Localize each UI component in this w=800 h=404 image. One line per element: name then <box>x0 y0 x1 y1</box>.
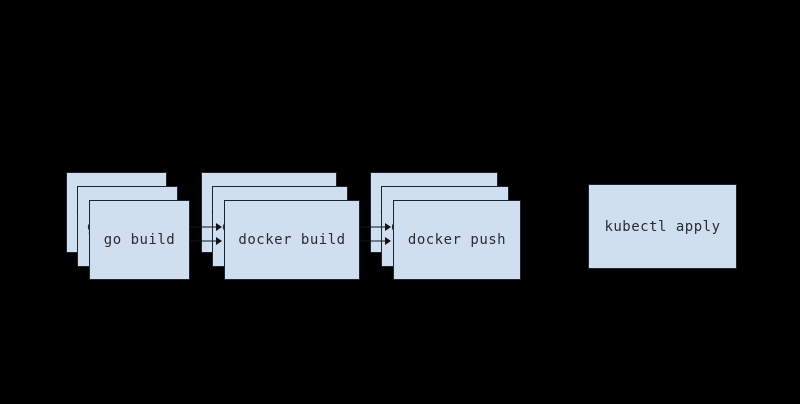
stage-docker-build-label: docker build <box>238 232 346 248</box>
arrow-go-build-to-docker-build-upper <box>190 222 222 231</box>
arrow-docker-build-to-docker-push-lower <box>360 236 391 245</box>
stage-kubectl-apply[interactable]: kubectl apply <box>588 184 737 269</box>
stage-docker-build-card-front[interactable]: docker build <box>224 200 360 280</box>
stage-kubectl-apply-label: kubectl apply <box>604 218 721 235</box>
arrow-go-build-to-docker-build-lower <box>190 236 222 245</box>
arrow-shaft <box>360 240 385 241</box>
arrow-head-icon <box>216 222 222 231</box>
arrow-shaft <box>190 226 216 227</box>
arrow-head-icon <box>385 222 391 231</box>
arrow-docker-build-to-docker-push-upper <box>360 222 391 231</box>
stage-go-build-label: go build <box>103 232 176 248</box>
stage-docker-push-label: docker push <box>407 232 507 248</box>
stage-docker-push-card-front[interactable]: docker push <box>393 200 521 280</box>
arrow-shaft <box>360 226 385 227</box>
arrow-head-icon <box>216 236 222 245</box>
stage-go-build-card-front[interactable]: go build <box>89 200 190 280</box>
arrow-head-icon <box>385 236 391 245</box>
arrow-shaft <box>190 240 216 241</box>
